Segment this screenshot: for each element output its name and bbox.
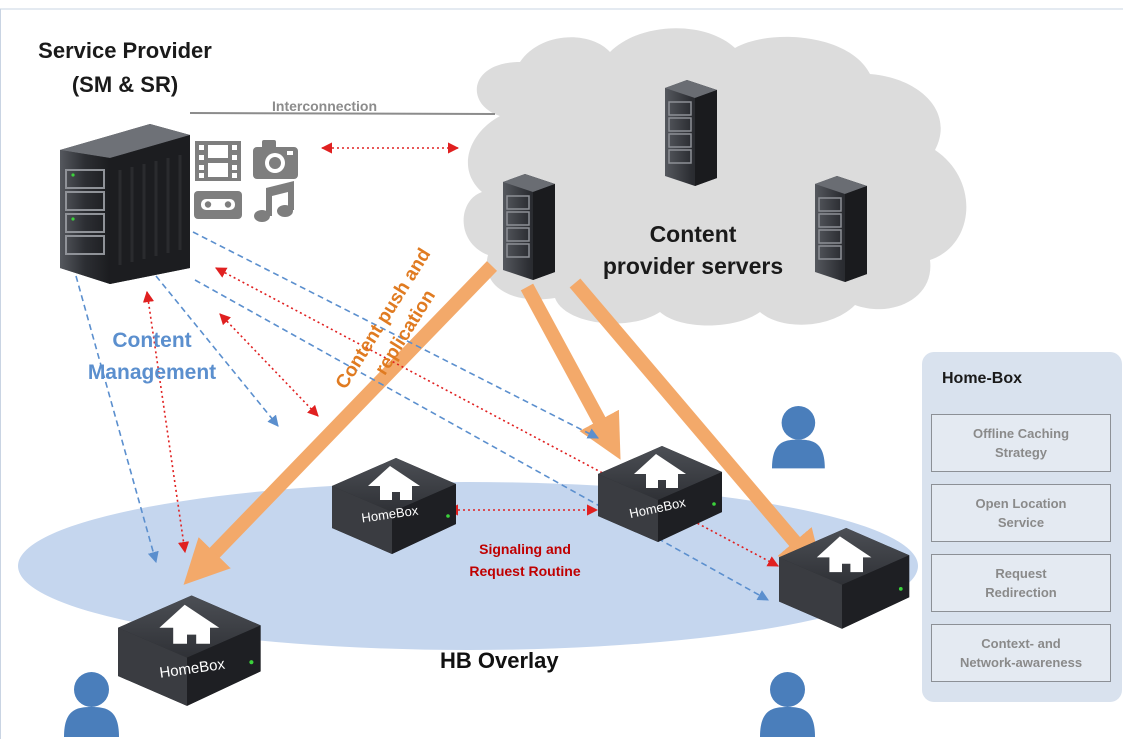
home-box-panel: Home-Box Offline Caching Strategy Open L… <box>922 352 1122 702</box>
film-icon <box>195 141 241 181</box>
home-box-panel-title: Home-Box <box>942 370 1023 387</box>
cloud-server-left <box>502 173 556 281</box>
feature-line2: Network-awareness <box>959 655 1083 670</box>
content-management-line1: Content <box>112 329 192 352</box>
feature-line1: Request <box>995 566 1047 581</box>
feature-line2: Redirection <box>985 585 1057 600</box>
cm-arrow-3 <box>192 231 599 439</box>
feature-open-location: Open Location Service <box>931 484 1111 542</box>
feature-line1: Context- and <box>981 636 1061 651</box>
signaling-label: Signaling and Request Routine <box>440 538 610 582</box>
user-icon-upper-right <box>772 406 825 469</box>
feature-line1: Open Location <box>975 496 1067 511</box>
interconnection-line <box>189 112 496 115</box>
feature-line2: Service <box>997 515 1045 530</box>
homebox-right: HomeBox <box>778 528 910 669</box>
service-provider-title: Service Provider (SM & SR) <box>10 34 240 102</box>
homebox-left: HomeBox <box>118 595 261 706</box>
cloud-label-line2: provider servers <box>602 253 784 279</box>
signaling-line1: Signaling and <box>479 541 571 557</box>
sig-arrow-sp-left-homebox <box>142 290 190 554</box>
feature-line1: Offline Caching <box>972 426 1070 441</box>
cloud-label-line1: Content <box>649 221 737 247</box>
feature-request-redirection: Request Redirection <box>931 554 1111 612</box>
feature-offline-caching: Offline Caching Strategy <box>931 414 1111 472</box>
service-provider-title-line1: Service Provider <box>38 38 212 63</box>
homebox-center: HomeBox <box>332 458 456 554</box>
hb-overlay-label: HB Overlay <box>440 648 559 673</box>
cloud-server-right <box>814 175 868 283</box>
signaling-line2: Request Routine <box>469 563 581 579</box>
user-icon-bottom-right <box>760 672 815 737</box>
interconnection-label: Interconnection <box>272 98 378 114</box>
content-management-label: Content Management <box>52 325 252 389</box>
feature-context-awareness: Context- and Network-awareness <box>931 624 1111 682</box>
cassette-icon <box>194 191 242 219</box>
homebox-middle: HomeBox <box>598 446 722 542</box>
cloud-server-top <box>664 79 718 187</box>
user-icon-bottom-left <box>64 672 119 737</box>
feature-line2: Strategy <box>994 445 1048 460</box>
music-note-icon <box>254 181 294 222</box>
service-provider-server <box>60 124 190 284</box>
service-provider-title-line2: (SM & SR) <box>71 72 179 97</box>
camera-icon <box>253 140 298 179</box>
cloud-label: Content provider servers <box>588 218 798 282</box>
svg-text:HomeBox: HomeBox <box>817 636 886 669</box>
content-management-line2: Management <box>87 361 217 384</box>
